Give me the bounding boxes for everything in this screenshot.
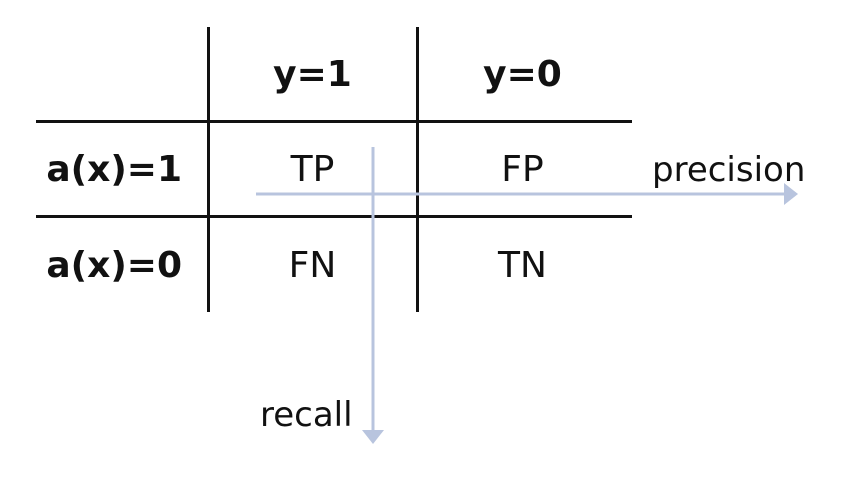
column-header-y0: y=0 — [483, 54, 562, 95]
column-header-y1: y=1 — [273, 54, 352, 95]
grid-line-horizontal-top — [36, 120, 632, 123]
precision-label: precision — [652, 150, 806, 190]
row-header-ax1: a(x)=1 — [46, 149, 182, 190]
cell-fp: FP — [501, 149, 544, 190]
cell-tn: TN — [498, 245, 547, 286]
row-header-ax0: a(x)=0 — [46, 245, 182, 286]
recall-label: recall — [260, 395, 353, 435]
cell-fn: FN — [288, 245, 337, 286]
grid-line-vertical-right — [416, 27, 419, 312]
grid-line-vertical-left — [207, 27, 210, 312]
grid-line-horizontal-bottom — [36, 215, 632, 218]
cell-tp: TP — [290, 149, 335, 190]
